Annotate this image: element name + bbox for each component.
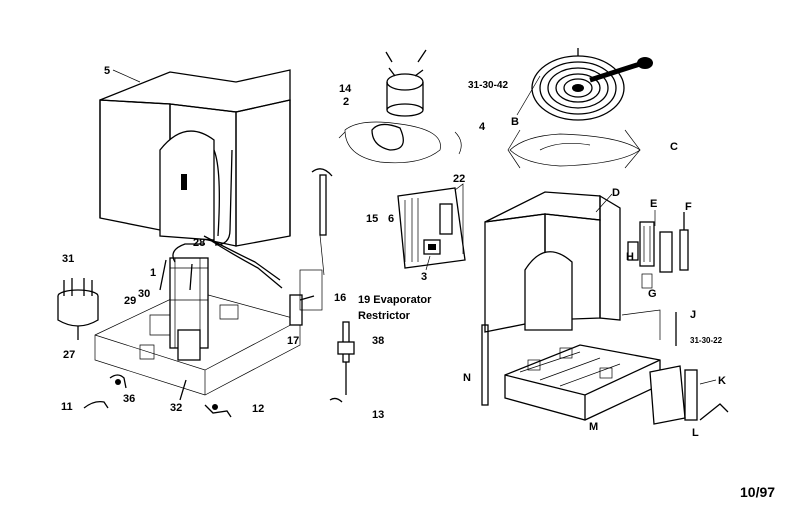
fan-motor-assembly — [338, 49, 462, 164]
label-29: 29 — [124, 295, 136, 307]
label-31-30-42: 31-30-42 — [468, 80, 508, 91]
label-19-evaporator: 19 Evaporator — [358, 294, 432, 306]
label-12: 12 — [252, 403, 264, 415]
outdoor-cabinet — [481, 191, 729, 425]
label-B: B — [511, 116, 519, 128]
label-3: 3 — [421, 271, 427, 283]
label-31: 31 — [62, 253, 74, 265]
label-13: 13 — [372, 409, 384, 421]
label-L: L — [692, 427, 699, 439]
callouts: 14 2 4 31-30-42 B C D E F H G 22 15 6 3 … — [61, 75, 726, 439]
label-32: 32 — [170, 402, 182, 414]
fan-grille — [531, 48, 653, 121]
label-restrictor: Restrictor — [358, 310, 411, 322]
label-F: F — [685, 201, 692, 213]
accumulator — [57, 278, 99, 340]
condenser-coil — [99, 69, 291, 289]
evaporator-restrictor — [337, 321, 355, 395]
date-code: 10/97 — [740, 484, 776, 500]
label-17: 17 — [287, 335, 299, 347]
label-1: 1 — [150, 267, 156, 279]
top-panel — [507, 129, 641, 169]
compressor-base — [94, 149, 301, 396]
label-15: 15 — [366, 213, 378, 225]
label-14: 14 — [339, 83, 352, 95]
contactor-capacitor-group — [627, 212, 689, 289]
label-38: 38 — [372, 335, 384, 347]
label-D: D — [612, 187, 620, 199]
label-N: N — [463, 372, 471, 384]
label-27: 27 — [63, 349, 75, 361]
label-36: 36 — [123, 393, 135, 405]
label-E: E — [650, 198, 657, 210]
label-31-30-22: 31-30-22 — [690, 336, 723, 345]
label-16: 16 — [334, 292, 346, 304]
service-valve-parts — [83, 374, 343, 418]
callout-5: 5 — [104, 65, 141, 83]
label-5: 5 — [104, 65, 110, 77]
label-28: 28 — [193, 237, 205, 249]
label-11: 11 — [61, 401, 73, 413]
label-6: 6 — [388, 213, 394, 225]
label-2: 2 — [343, 96, 349, 108]
label-30: 30 — [138, 288, 150, 300]
control-box — [397, 183, 466, 269]
label-H: H — [626, 251, 634, 263]
label-22: 22 — [453, 173, 465, 185]
label-M: M — [589, 421, 598, 433]
label-J: J — [690, 309, 696, 321]
defrost-control — [289, 168, 333, 326]
label-C: C — [670, 141, 678, 153]
label-G: G — [648, 288, 657, 300]
label-K: K — [718, 375, 726, 387]
label-4: 4 — [479, 121, 486, 133]
